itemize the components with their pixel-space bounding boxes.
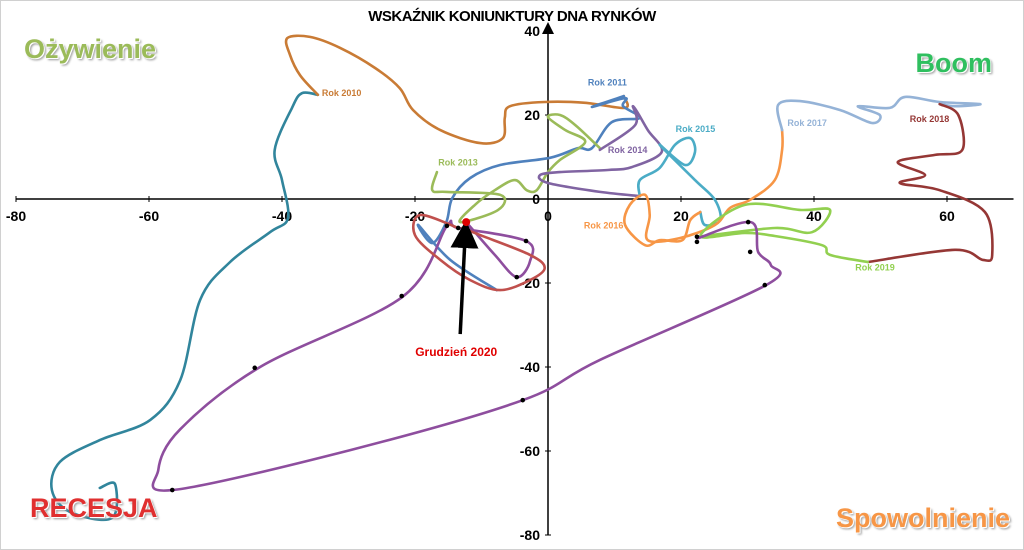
data-point-marker: [747, 249, 753, 255]
series-line-2010: [284, 34, 629, 145]
series-line-2009: [50, 91, 320, 522]
data-point-marker: [745, 219, 751, 225]
quadrant-label-boom: Boom: [915, 48, 993, 78]
data-point-marker: [762, 282, 768, 288]
annotation-label: Rok 2015: [676, 124, 716, 134]
highlight-point: [462, 218, 471, 227]
annotation-label: Rok 2013: [438, 157, 478, 167]
chart-title: WSKAŹNIK KONIUNKTURY DNA RYNKÓW: [368, 8, 656, 25]
annotation-label: Rok 2016: [584, 220, 624, 230]
data-point-marker: [444, 223, 450, 229]
data-point-marker: [169, 487, 175, 493]
x-tick-label: -80: [6, 208, 26, 224]
data-point-marker: [523, 238, 529, 244]
annotation-label: Rok 2010: [322, 88, 362, 98]
data-point-marker: [455, 225, 461, 231]
data-point-marker: [399, 293, 405, 299]
y-tick-label: 40: [524, 23, 540, 39]
series-line-2020-loop: [412, 213, 546, 292]
x-tick-label: 0: [544, 208, 552, 224]
quadrant-label-recession: RECESJA: [30, 493, 158, 523]
x-tick-label: -60: [139, 208, 159, 224]
y-tick-label: 20: [524, 107, 540, 123]
series-line-2016: [623, 128, 784, 248]
annotation-label: Rok 2018: [910, 114, 950, 124]
y-tick-label: -40: [520, 359, 540, 375]
quadrant-label-recovery: Ożywienie: [24, 34, 157, 64]
series-line-2020: [151, 219, 782, 492]
annotation-label: Rok 2017: [787, 118, 827, 128]
y-tick-label: -80: [520, 527, 540, 543]
y-tick-label: 0: [532, 191, 540, 207]
data-point-marker: [252, 365, 258, 371]
data-point-marker: [514, 274, 520, 280]
series-line-2017: [776, 95, 982, 132]
x-tick-label: -20: [405, 208, 425, 224]
annotation-label: Rok 2014: [608, 145, 648, 155]
data-point-marker: [694, 234, 700, 240]
series-line-2013: [430, 113, 602, 224]
series-line-2019: [697, 202, 870, 264]
quadrant-label-slowdown: Spowolnienie: [835, 503, 1010, 533]
data-point-marker: [694, 239, 700, 245]
y-tick-label: -20: [520, 275, 540, 291]
highlight-label: Grudzień 2020: [415, 345, 497, 359]
x-tick-label: 20: [673, 208, 689, 224]
data-point-marker: [520, 397, 526, 403]
series-line-2014: [537, 104, 664, 198]
annotation-label: Rok 2011: [588, 78, 627, 88]
series-line-2011: [416, 94, 642, 292]
x-tick-label: 60: [939, 208, 955, 224]
x-tick-label: 40: [806, 208, 822, 224]
highlight-arrow: [450, 220, 479, 335]
annotation-label: Rok 2019: [855, 262, 895, 272]
series-line-2018: [866, 102, 994, 264]
y-tick-label: -60: [520, 443, 540, 459]
